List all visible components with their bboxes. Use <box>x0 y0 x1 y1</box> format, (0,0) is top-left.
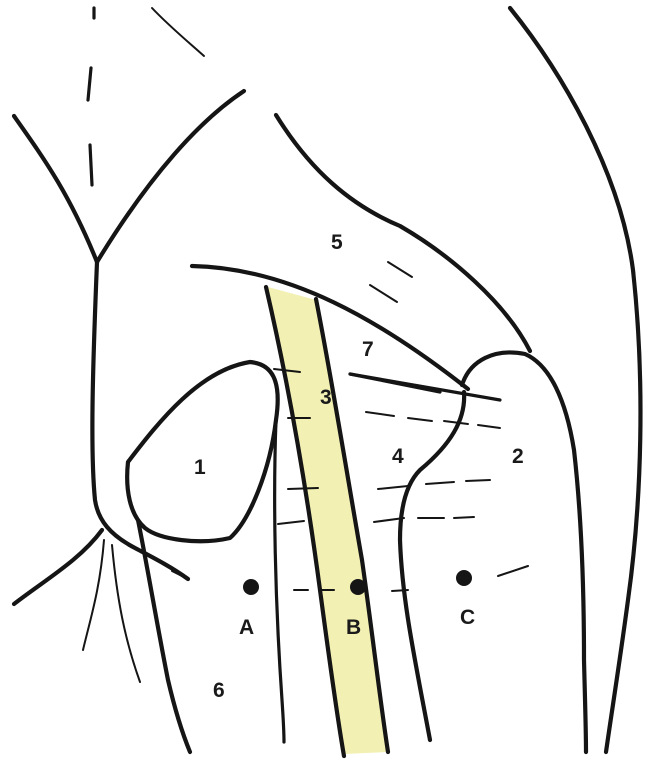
point-A-dot <box>243 579 259 595</box>
label-5: 5 <box>331 231 343 254</box>
label-B: B <box>346 616 361 639</box>
left-fiber-2 <box>112 545 140 682</box>
left-lower-contour <box>14 530 102 604</box>
top-contour <box>152 8 204 56</box>
point-B-dot <box>350 579 366 595</box>
label-4: 4 <box>392 445 404 468</box>
label-1: 1 <box>194 456 206 479</box>
right-outer-contour <box>510 8 640 752</box>
region-6-left-edge <box>138 520 190 752</box>
label-C: C <box>460 606 475 629</box>
region-1-oval <box>127 362 278 541</box>
left-diagonal-contour <box>14 116 97 262</box>
left-fiber-1 <box>83 540 104 650</box>
label-7: 7 <box>362 338 374 361</box>
label-6: 6 <box>213 679 225 702</box>
label-A: A <box>239 616 254 639</box>
fiber-5a <box>388 262 412 277</box>
label-3: 3 <box>320 386 332 409</box>
top-dashed-line <box>88 8 94 185</box>
region-2-outline <box>462 352 586 752</box>
fiber-5b <box>370 285 397 302</box>
inner-vertical-line <box>275 420 284 742</box>
point-C-dot <box>456 570 472 586</box>
right-diagonal-contour <box>97 91 244 262</box>
label-2: 2 <box>512 445 524 468</box>
region-2-inner-edge <box>400 392 464 740</box>
